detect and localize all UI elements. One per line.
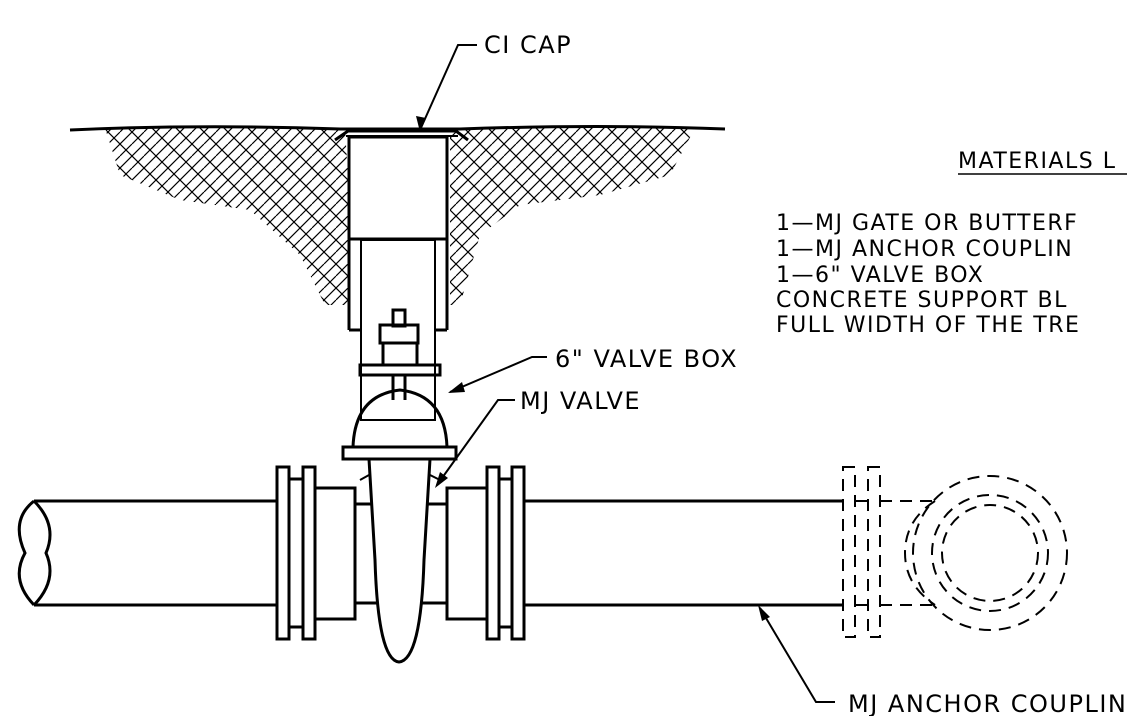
flange-right	[422, 465, 526, 641]
leader-valve-box	[448, 356, 547, 393]
earth-hatch-right	[450, 128, 695, 305]
materials-heading: MATERIALS L	[958, 149, 1116, 174]
materials-item: 1—MJ GATE OR BUTTERF	[776, 211, 1078, 236]
earth-hatch-left	[105, 128, 350, 305]
label-valve-box: 6" VALVE BOX	[555, 345, 738, 373]
materials-list: MATERIALS L 1—MJ GATE OR BUTTERF 1—MJ AN…	[776, 149, 1127, 338]
materials-item: CONCRETE SUPPORT BL	[776, 288, 1068, 313]
valve-bonnet	[341, 388, 458, 461]
label-mj-valve: MJ VALVE	[520, 387, 641, 415]
materials-item: 1—6" VALVE BOX	[776, 263, 984, 288]
pipe-left	[17, 499, 277, 607]
leader-ci-cap	[416, 44, 477, 132]
materials-item: FULL WIDTH OF THE TRE	[776, 313, 1080, 338]
leader-mj-valve	[435, 399, 515, 488]
materials-item: 1—MJ ANCHOR COUPLIN	[776, 237, 1073, 262]
ground-line	[69, 125, 726, 132]
operating-nut	[358, 308, 442, 400]
flange-left	[275, 465, 378, 641]
anchor-coupling-dashed	[842, 466, 936, 638]
pipe-right	[524, 499, 843, 607]
tee-end-view	[912, 475, 1068, 631]
label-anchor-coupling: MJ ANCHOR COUPLIN	[848, 690, 1127, 716]
leader-anchor-coupling	[758, 605, 835, 703]
label-ci-cap: CI CAP	[484, 31, 572, 59]
valve-box	[347, 135, 449, 421]
valve-body	[359, 458, 441, 664]
